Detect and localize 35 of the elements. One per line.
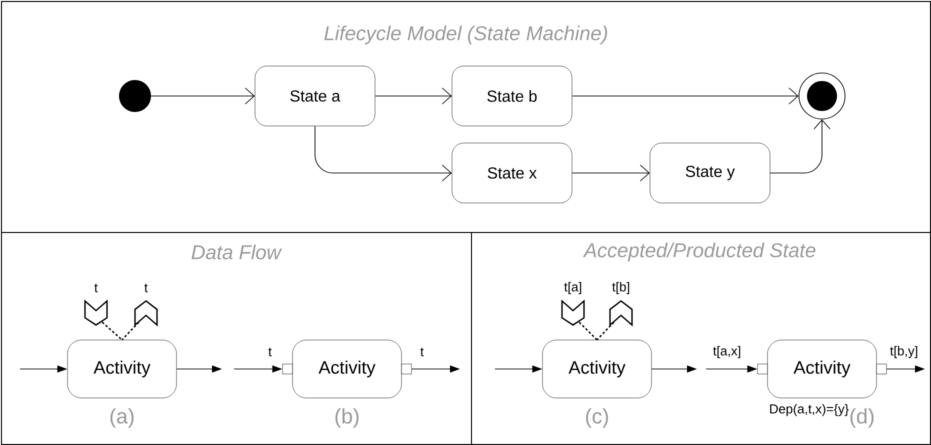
arrow [572,164,650,182]
activity-box: Activity [757,340,887,398]
arrow [770,119,830,174]
arrow [150,88,255,104]
edge-label: t[b,y] [888,344,920,360]
panel [471,232,931,445]
state-box: State a [254,66,376,126]
annotation: Dep(a,t,x)={y} [770,404,849,416]
figure-label: (a) [110,408,134,428]
edge-label: t [419,346,425,358]
arrow [314,126,452,182]
panel [1,232,472,445]
figure-label: (c) [586,408,608,428]
figure-label: (b) [335,408,359,428]
final-state [798,72,846,120]
panel-title: Accepted/Producted State [582,242,816,262]
activity-box: Activity [542,340,652,398]
signal-label: t [144,284,148,292]
edge-label: t[a,x] [712,344,742,360]
state-box: State y [650,142,770,204]
signal-label: t[a] [564,282,582,294]
panel-title: Lifecycle Model (State Machine) [324,26,608,44]
panel [1,1,931,233]
arrow [572,88,799,104]
arrow [374,88,452,104]
edge-label: t [267,346,273,358]
initial-state [119,80,151,112]
signal-label: t [94,284,98,292]
signal-label: t[b] [612,282,630,294]
activity-box: Activity [67,340,177,398]
activity-box: Activity [282,340,412,398]
figure-label: (d) [850,408,874,428]
state-box: State x [452,142,572,204]
panel-title: Data Flow [192,244,282,260]
state-box: State b [452,66,572,126]
